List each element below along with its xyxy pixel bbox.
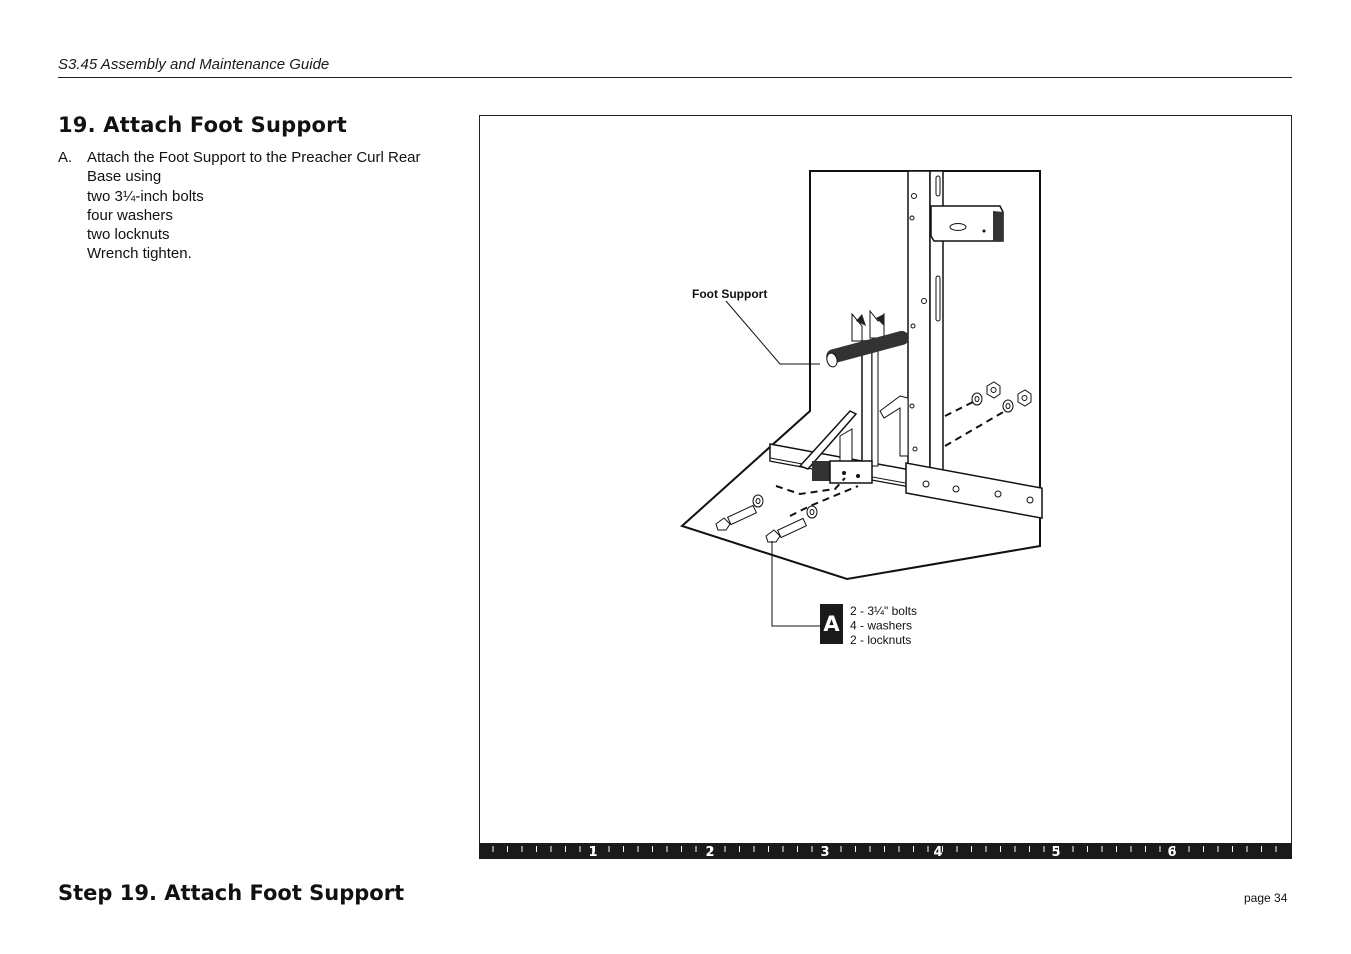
- ruler-number: 6: [1167, 845, 1176, 859]
- instruction-line: Wrench tighten.: [87, 245, 192, 263]
- foot-support-post: [861, 340, 873, 467]
- parts-list-item: 2 - 3¼" bolts: [850, 604, 917, 618]
- instruction-line: two 3¼-inch bolts: [87, 187, 204, 205]
- washer-icon: [1002, 399, 1014, 413]
- instruction-step-a: A. Attach the Foot Support to the Preach…: [58, 148, 458, 264]
- instruction-line: Attach the Foot Support to the Preacher …: [87, 149, 421, 166]
- foot-support-leader: [725, 300, 820, 365]
- parts-list-item: 4 - washers: [850, 619, 912, 633]
- instruction-line: two locknuts: [87, 226, 170, 244]
- step-letter: A.: [58, 149, 73, 166]
- bolt-icon: [715, 504, 758, 531]
- step-title: Step 19. Attach Foot Support: [58, 881, 405, 905]
- assembly-figure: Foot Support A 2 - 3¼" bolts 4 - washers…: [479, 115, 1292, 859]
- parts-badge: [820, 604, 843, 644]
- measurement-ruler: 1 2 3 4 5 6: [479, 843, 1292, 859]
- ruler-number: 5: [1051, 845, 1060, 859]
- instruction-line: Base using: [87, 168, 162, 186]
- washer-icon: [752, 494, 764, 508]
- foot-support-label: Foot Support: [692, 287, 767, 301]
- washer-icon: [971, 392, 983, 406]
- header-divider: [58, 77, 1292, 78]
- ruler-number: 1: [588, 845, 597, 859]
- locknut-icon: [986, 381, 1001, 399]
- parts-leader: [771, 541, 820, 627]
- ruler-number: 3: [820, 845, 829, 859]
- bolt-icon: [765, 517, 808, 543]
- parts-list-item: 2 - locknuts: [850, 633, 911, 647]
- ruler-number: 2: [705, 845, 714, 859]
- instruction-line: four washers: [87, 206, 173, 224]
- guide-title: S3.45 Assembly and Maintenance Guide: [58, 56, 330, 73]
- section-title: 19. Attach Foot Support: [58, 113, 347, 137]
- foot-support-illustration: Foot Support A 2 - 3¼" bolts 4 - washers…: [680, 170, 1043, 647]
- instruction-lines: Attach the Foot Support to the Preacher …: [87, 148, 458, 264]
- locknut-icon: [1017, 389, 1032, 407]
- ruler-number: 4: [933, 845, 942, 859]
- washer-icon: [806, 505, 818, 519]
- page-number: page 34: [1244, 891, 1288, 905]
- parts-badge-letter: A: [823, 612, 840, 636]
- foot-roller: [826, 330, 909, 364]
